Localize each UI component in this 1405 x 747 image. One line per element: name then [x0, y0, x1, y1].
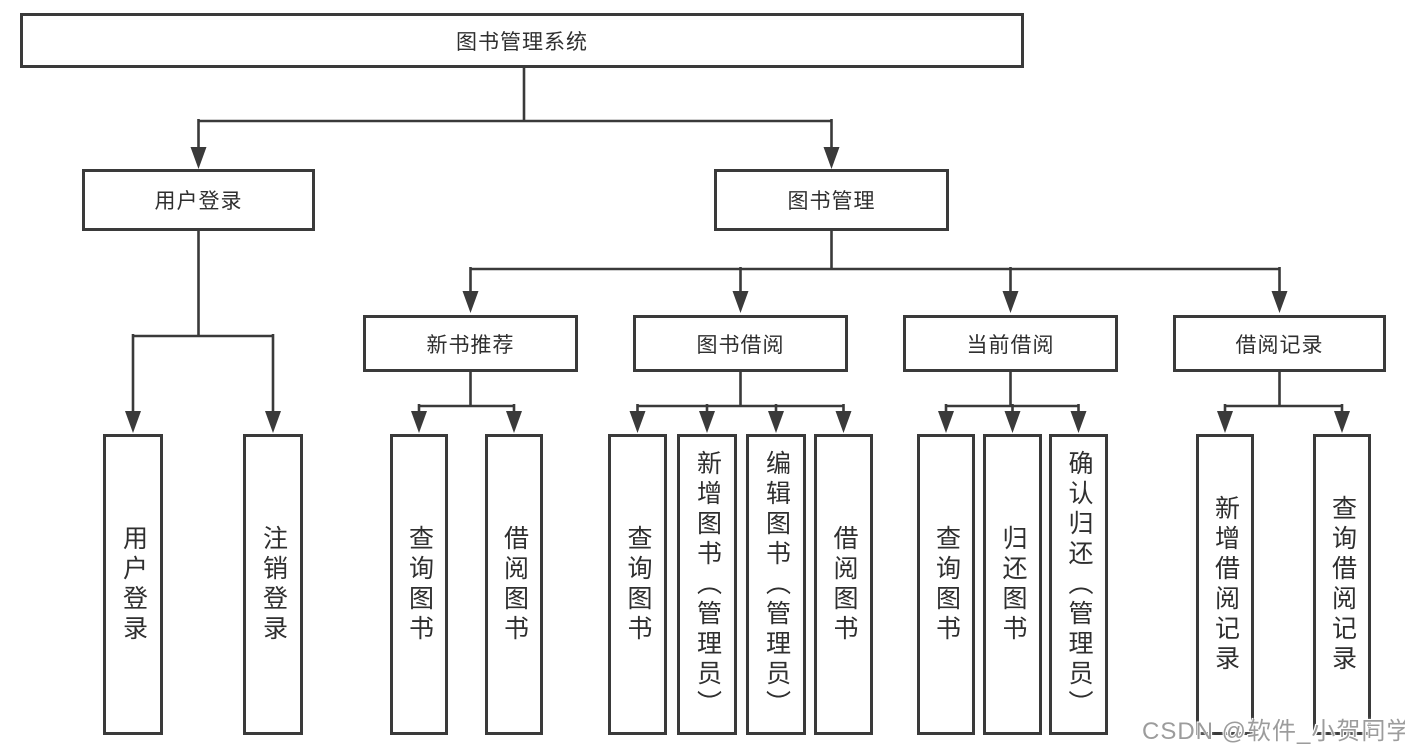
leaf-query-books-borrow: 查询图书	[608, 434, 667, 735]
connector-borrow-records-children	[1217, 372, 1350, 433]
node-user-login: 用户登录	[82, 169, 315, 231]
leaf-logout: 注销登录	[243, 434, 303, 735]
connector-current-borrow-children	[938, 372, 1087, 433]
connector-new-book-children	[411, 372, 522, 433]
leaf-user-login: 用户登录	[103, 434, 163, 735]
connector-book-mgmt-children	[462, 231, 1288, 313]
connector-line	[417, 372, 516, 414]
arrow-down-icon	[1002, 291, 1019, 313]
connector-root-to-level2	[190, 66, 840, 169]
leaf-add-book-admin: 新增图书（管理员）	[677, 434, 737, 735]
arrow-down-icon	[462, 291, 479, 313]
node-root: 图书管理系统	[20, 13, 1024, 68]
leaf-add-borrow-record: 新增借阅记录	[1196, 434, 1254, 735]
leaf-edit-book-admin: 编辑图书（管理员）	[746, 434, 806, 735]
arrow-down-icon	[699, 411, 715, 433]
arrow-down-icon	[506, 411, 522, 433]
arrow-down-icon	[732, 291, 749, 313]
arrow-down-icon	[835, 411, 852, 433]
arrow-down-icon	[1070, 411, 1087, 433]
leaf-borrow-books: 借阅图书	[814, 434, 873, 735]
connector-line	[131, 231, 275, 414]
leaf-query-books-recommend: 查询图书	[390, 434, 448, 735]
arrow-down-icon	[1271, 291, 1288, 313]
node-new-book-recommend: 新书推荐	[363, 315, 578, 372]
arrow-down-icon	[938, 411, 954, 433]
node-book-management: 图书管理	[714, 169, 949, 231]
arrow-down-icon	[1004, 411, 1021, 433]
arrow-down-icon	[190, 147, 207, 169]
connector-user-login-children	[125, 231, 281, 433]
arrow-down-icon	[411, 411, 427, 433]
leaf-confirm-return-admin: 确认归还（管理员）	[1049, 434, 1108, 735]
arrow-down-icon	[1217, 411, 1233, 433]
leaf-query-borrow-record: 查询借阅记录	[1313, 434, 1371, 735]
leaf-query-books-current: 查询图书	[917, 434, 975, 735]
connector-line	[469, 231, 1281, 294]
leaf-borrow-books-recommend: 借阅图书	[485, 434, 543, 735]
csdn-watermark: CSDN @软件_小贺同学	[1142, 718, 1405, 745]
node-current-borrow: 当前借阅	[903, 315, 1118, 372]
connector-line	[636, 372, 845, 414]
arrow-down-icon	[768, 411, 784, 433]
connector-line	[1223, 372, 1344, 414]
connector-line	[197, 66, 833, 150]
connector-line	[944, 372, 1080, 414]
arrow-down-icon	[629, 411, 646, 433]
connector-book-borrow-children	[629, 372, 852, 433]
arrow-down-icon	[265, 411, 281, 433]
arrow-down-icon	[125, 411, 141, 433]
node-book-borrow: 图书借阅	[633, 315, 848, 372]
arrow-down-icon	[1334, 411, 1350, 433]
arrow-down-icon	[823, 147, 840, 169]
leaf-return-book: 归还图书	[983, 434, 1042, 735]
node-borrow-records: 借阅记录	[1173, 315, 1386, 372]
